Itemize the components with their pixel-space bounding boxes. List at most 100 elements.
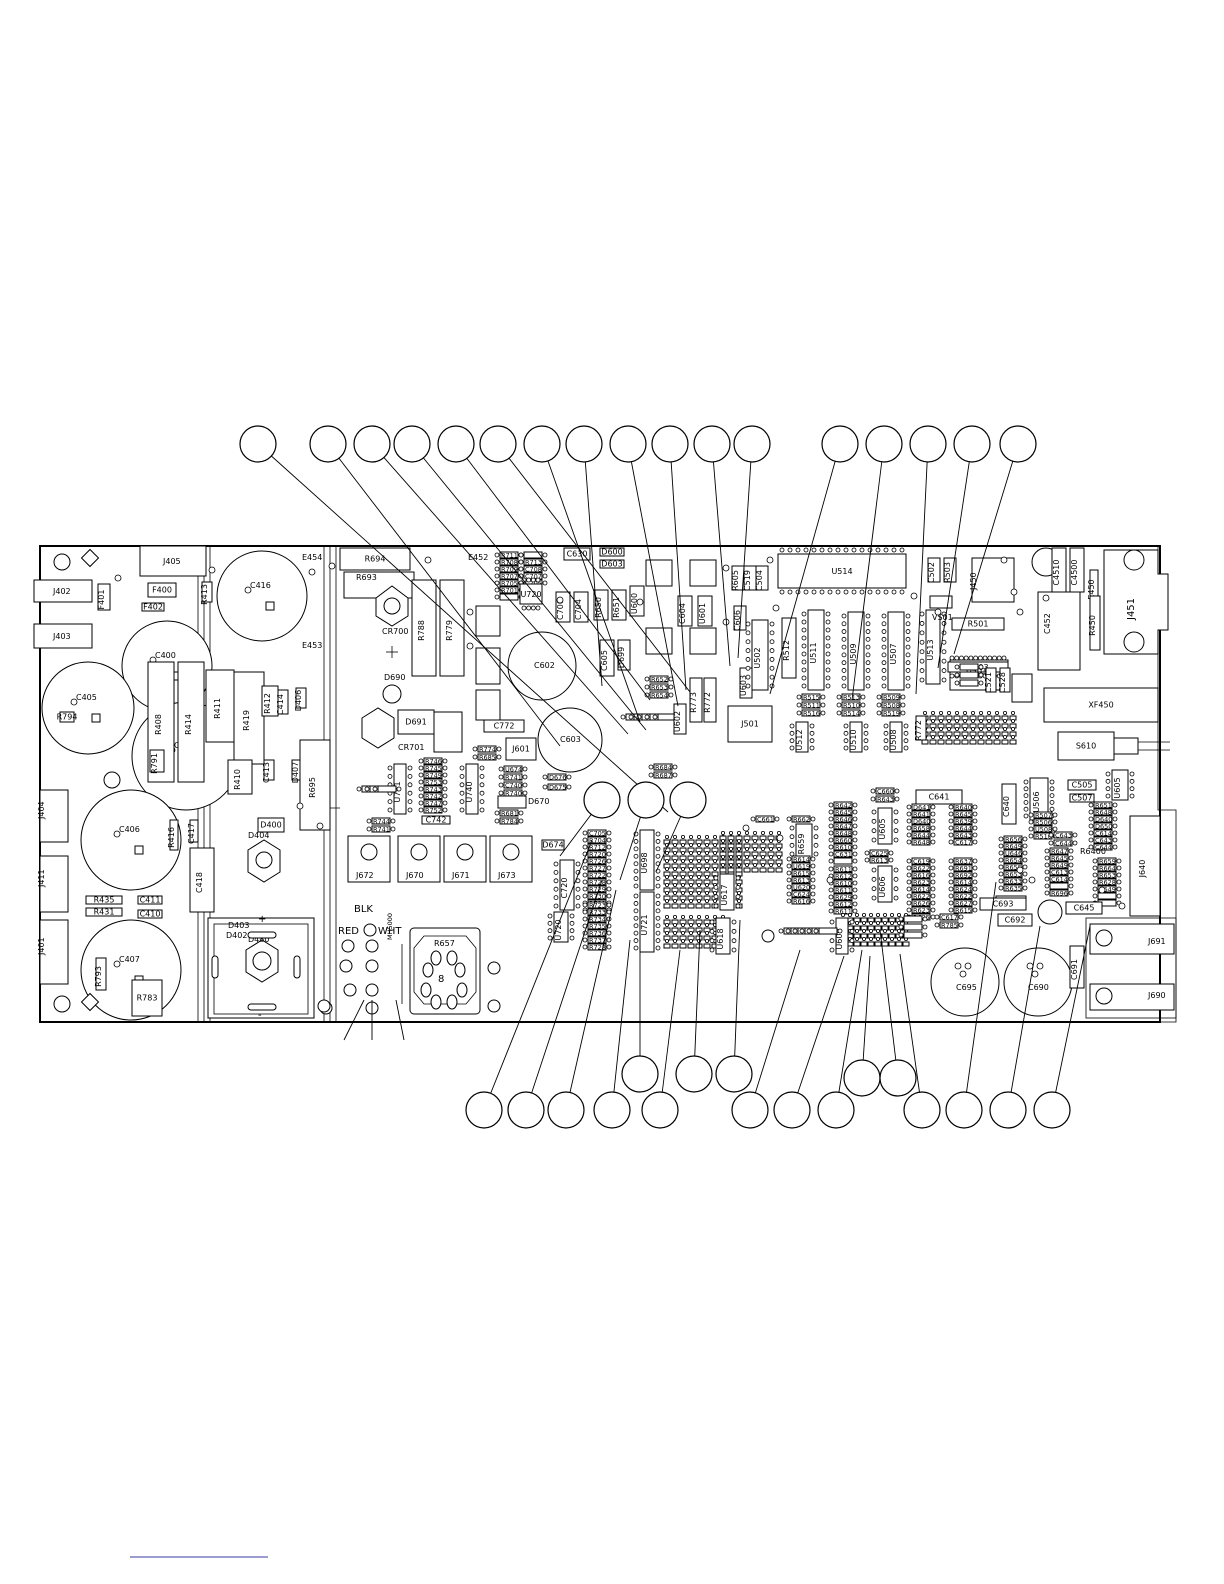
connector xyxy=(971,557,1015,603)
ic-pin xyxy=(655,831,661,837)
connector xyxy=(39,919,69,985)
pad xyxy=(1003,735,1008,740)
pad xyxy=(828,809,834,815)
pad xyxy=(606,858,612,864)
pad xyxy=(930,865,936,871)
component-label: U646 xyxy=(1005,850,1022,858)
resistor xyxy=(911,899,931,907)
transistor xyxy=(475,689,501,721)
component-body xyxy=(541,839,565,851)
pad xyxy=(987,735,992,740)
resistor: R793 xyxy=(94,957,107,991)
ic-pin xyxy=(735,875,741,881)
keying-diamond xyxy=(80,992,100,1012)
ic-pin xyxy=(713,894,719,900)
pot-pin xyxy=(446,994,458,1010)
pad xyxy=(972,825,978,831)
smd-part xyxy=(853,941,861,947)
pad xyxy=(721,847,726,852)
pad xyxy=(972,900,978,906)
resistor xyxy=(499,579,519,587)
pad xyxy=(870,796,876,802)
lead xyxy=(247,931,277,939)
ic-pin xyxy=(731,919,737,925)
ic-pin xyxy=(801,635,807,641)
component-label: U720 xyxy=(554,919,563,940)
component-label: R696 xyxy=(1051,890,1068,898)
pad xyxy=(769,847,774,852)
capacitor: C505 xyxy=(1067,779,1097,791)
wire-label-red: RED xyxy=(338,926,359,937)
pad xyxy=(665,899,670,904)
pad xyxy=(828,894,834,900)
ic-pin xyxy=(849,938,855,944)
pad xyxy=(753,839,758,844)
pad xyxy=(697,867,702,872)
pad xyxy=(1022,885,1028,891)
pad xyxy=(934,922,940,928)
pad xyxy=(396,786,402,792)
pad xyxy=(761,839,766,844)
resistor xyxy=(1033,811,1053,819)
pad xyxy=(954,680,960,686)
ic-chip: U510 xyxy=(843,721,869,753)
pad xyxy=(876,929,881,934)
component-label: R411 xyxy=(213,698,222,719)
component-body xyxy=(927,557,941,583)
pad xyxy=(931,711,936,716)
component-label: J501 xyxy=(740,720,759,729)
component-label: R664 xyxy=(1099,865,1116,873)
resistor xyxy=(953,885,973,893)
leader-line xyxy=(879,929,899,1079)
pad xyxy=(930,914,936,920)
component-label: D650 xyxy=(1095,823,1112,831)
resistor xyxy=(1003,884,1023,892)
ic-pin xyxy=(553,861,559,867)
ic-body xyxy=(465,763,479,815)
ic-pin xyxy=(905,660,911,666)
ic-body xyxy=(887,611,905,691)
component-label: R728 xyxy=(589,879,606,887)
pad xyxy=(582,902,588,908)
pad xyxy=(366,818,372,824)
pad xyxy=(820,694,826,700)
component-body xyxy=(421,815,451,825)
pad xyxy=(496,754,502,760)
via-pad xyxy=(1028,876,1036,884)
pad xyxy=(673,931,678,936)
pad xyxy=(705,891,710,896)
component-label: U506 xyxy=(1032,791,1041,812)
component-label: R614 xyxy=(793,856,810,864)
component-body xyxy=(475,605,501,637)
component-label: R611 xyxy=(835,908,852,916)
pad xyxy=(418,800,424,806)
resistor xyxy=(1093,836,1113,844)
ic-pin xyxy=(479,774,485,779)
smd-part xyxy=(969,739,977,745)
callout-circle xyxy=(565,425,603,463)
capacitor-pad xyxy=(113,960,121,968)
ic-body xyxy=(751,619,769,691)
diode xyxy=(547,783,567,791)
pad xyxy=(672,764,678,770)
component-body xyxy=(599,559,625,569)
pad xyxy=(418,765,424,771)
pad xyxy=(518,810,524,816)
ic-pin xyxy=(1049,806,1055,812)
resistor xyxy=(833,857,853,865)
pad xyxy=(1011,727,1016,732)
capacitor: C640 xyxy=(1001,783,1017,825)
ic-pin xyxy=(811,589,817,595)
ic-pin xyxy=(521,605,527,611)
component-body xyxy=(147,582,177,598)
component-body xyxy=(999,667,1011,693)
pad xyxy=(995,735,1000,740)
ic-pin xyxy=(731,947,737,953)
callout-circle xyxy=(773,1091,811,1129)
ic-pin xyxy=(1049,800,1055,805)
ic-pin xyxy=(813,834,819,840)
pad xyxy=(713,859,718,864)
via-pad xyxy=(772,604,780,612)
leader-line xyxy=(541,443,641,723)
pad xyxy=(442,807,448,813)
